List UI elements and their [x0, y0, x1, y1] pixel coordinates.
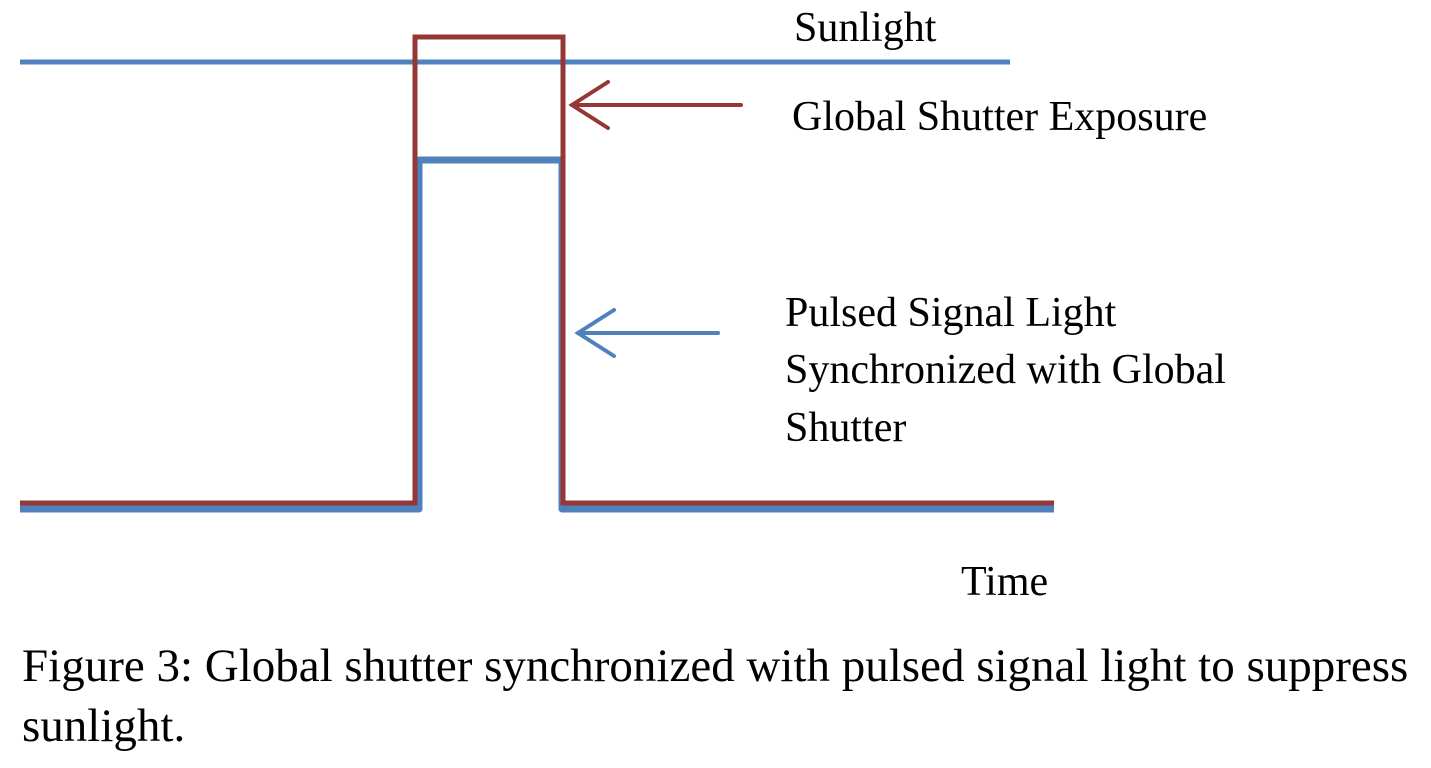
time-axis-label: Time [961, 559, 1048, 605]
figure-caption: Figure 3: Global shutter synchronized wi… [22, 640, 1409, 752]
pulsed-signal-light-trace [20, 156, 1054, 513]
sunlight-label: Sunlight [794, 5, 937, 51]
exposure-arrow [568, 80, 743, 130]
pulsed-signal-light-label-line-3: Shutter [785, 405, 906, 451]
pulsed-signal-light-label-line-2: Synchronized with Global [785, 347, 1226, 393]
signal-arrow [574, 308, 720, 358]
pulsed-signal-light-label-line-1: Pulsed Signal Light [785, 290, 1117, 336]
global-shutter-exposure-label: Global Shutter Exposure [792, 94, 1207, 140]
global-shutter-exposure-trace [20, 34, 1054, 506]
timing-diagram: Sunlight Global Shutter Exposure Pulsed … [20, 5, 1226, 605]
